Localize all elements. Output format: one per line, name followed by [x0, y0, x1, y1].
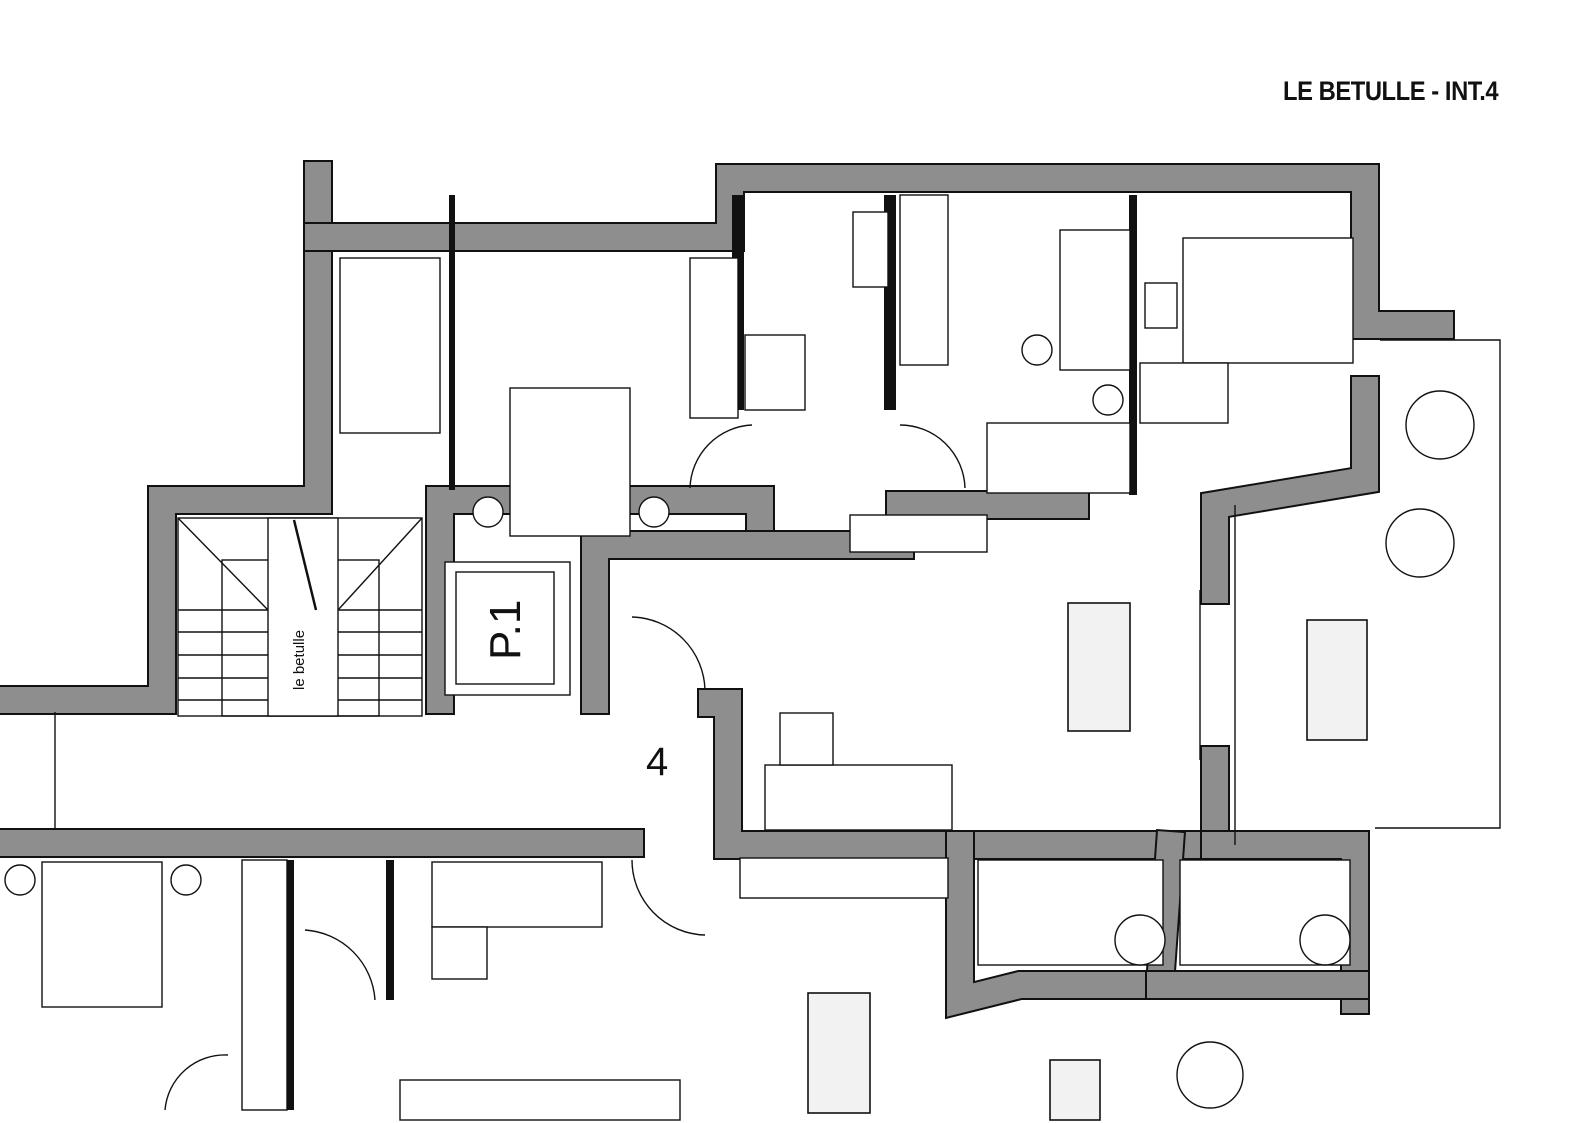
wardrobe-3 — [241, 859, 288, 1111]
staircase — [177, 517, 423, 717]
terrace-table-2 — [1049, 1059, 1101, 1121]
counter — [739, 857, 949, 899]
elevator-label: P.1 — [481, 600, 530, 660]
wardrobe — [689, 257, 739, 419]
furniture — [4, 194, 1475, 1121]
console — [849, 514, 988, 553]
sofa-2 — [431, 861, 603, 928]
dining-table — [1067, 602, 1131, 732]
elevator — [444, 561, 571, 696]
terrace-table — [1306, 619, 1368, 741]
sink — [852, 211, 889, 288]
kitchen-island — [1139, 362, 1229, 424]
plan-title: LE BETULLE - INT.4 — [1283, 76, 1499, 106]
staircase-label: le betulle — [291, 630, 308, 690]
double-bed-2 — [41, 861, 163, 1008]
double-bed-main — [509, 387, 631, 537]
shower — [744, 334, 806, 411]
bathroom-1 — [339, 257, 441, 434]
sofa — [764, 764, 953, 831]
kitchen-counter — [1182, 237, 1354, 364]
terrace-outline — [1234, 339, 1501, 845]
unit-number: 4 — [646, 740, 668, 784]
single-bed-1 — [1059, 229, 1131, 371]
dining-table-2 — [807, 992, 871, 1114]
cooktop — [1144, 282, 1178, 329]
wardrobe-2 — [899, 194, 949, 366]
single-bed-2 — [986, 422, 1131, 494]
